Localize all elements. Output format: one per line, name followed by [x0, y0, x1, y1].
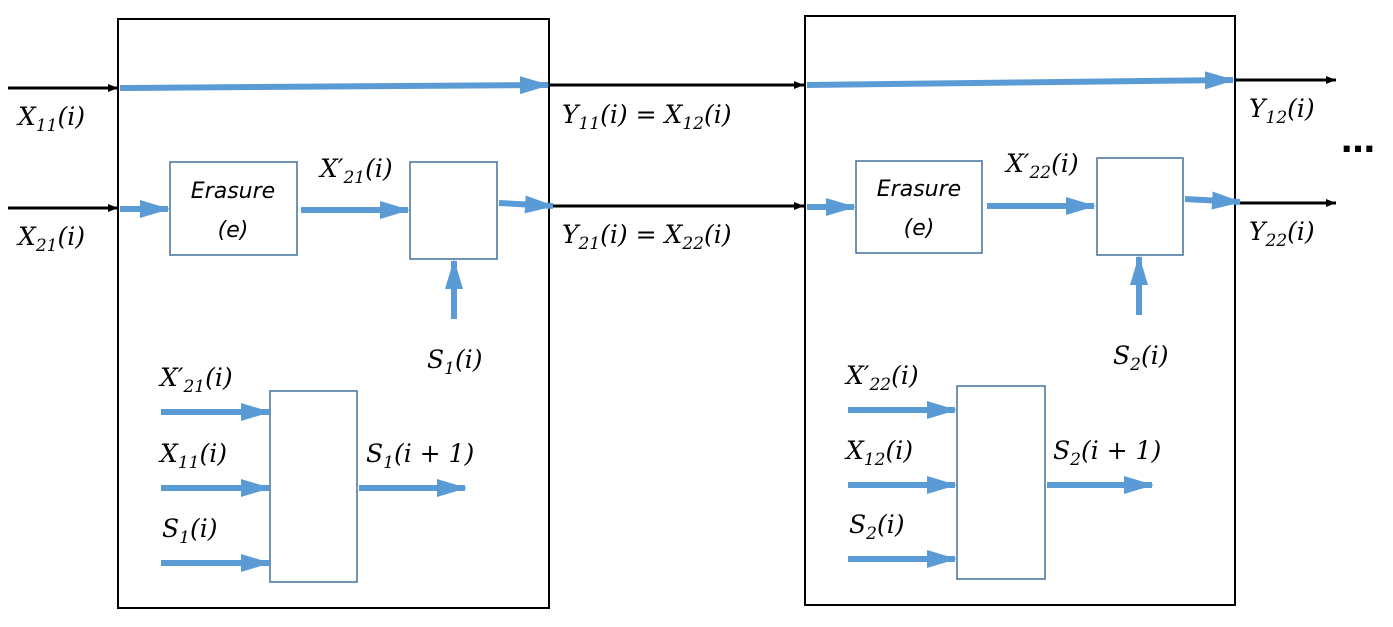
stage1-mixer-box — [409, 161, 498, 260]
stage1-state-label: S1(i) — [427, 345, 482, 379]
stage1-update-input-label-2: X11(i) — [158, 439, 227, 473]
stage2-update-input-label-2: X12(i) — [844, 436, 913, 470]
stage2-passthrough-arrow — [806, 71, 1235, 90]
continuation-ellipsis: … — [1341, 121, 1375, 161]
stage2-mixer-box — [1096, 157, 1184, 256]
x11-input-label: X11(i) — [16, 102, 85, 136]
x21-input-label: X21(i) — [16, 222, 85, 256]
stage2-outer-box — [804, 15, 1236, 606]
stage2-erasure-box — [855, 160, 983, 254]
y11-link-label: Y11(i) = X12(i) — [562, 100, 731, 134]
stage1-erasure-param: (e) — [218, 218, 249, 243]
stage2-mixer-output-arrow — [1184, 191, 1242, 210]
y12-output-label: Y12(i) — [1249, 94, 1315, 128]
stage2-state-label: S2(i) — [1113, 341, 1168, 375]
stage1-passthrough-arrow — [119, 76, 550, 95]
stage2-update-input-label-3: S2(i) — [849, 510, 904, 544]
stage1-erasure-label: Erasure — [191, 179, 275, 204]
stage2-erasure-label: Erasure — [877, 177, 961, 202]
stage1-update-input-label-3: S1(i) — [162, 514, 217, 548]
stage1-update-input-label-1: X′21(i) — [158, 363, 233, 397]
stage2-state-update-box — [956, 385, 1046, 580]
stage1-state-update-box — [269, 390, 358, 583]
stage2-erasure-param: (e) — [904, 216, 935, 241]
stage2-next-state-label: S2(i + 1) — [1053, 436, 1161, 470]
stage1-erased-label: X′21(i) — [318, 154, 393, 188]
y22-output-label: Y22(i) — [1249, 217, 1315, 251]
stage2-erased-label: X′22(i) — [1004, 149, 1079, 183]
stage1-erasure-box — [169, 161, 298, 256]
stage1-mixer-output-arrow — [498, 195, 555, 214]
y21-link-label: Y21(i) = X22(i) — [562, 220, 731, 254]
stage1-next-state-label: S1(i + 1) — [366, 439, 474, 473]
stage1-outer-box — [117, 18, 550, 609]
stage2-update-input-label-1: X′22(i) — [844, 361, 919, 395]
